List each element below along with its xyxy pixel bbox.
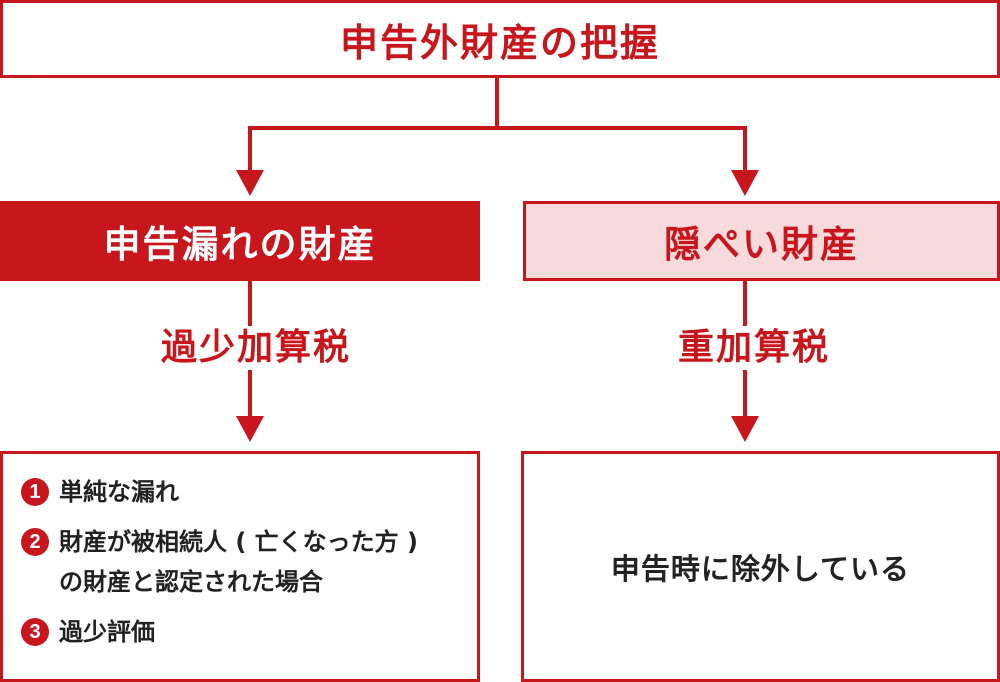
left-detail-box: 1 単純な漏れ 2 財産が被相続人 ( 亡くなった方 ) の財産と認定された場合… bbox=[0, 451, 480, 682]
number-badge-icon: 3 bbox=[21, 618, 49, 646]
right-detail-box: 申告時に除外している bbox=[521, 451, 1000, 682]
arrow-down-left-bottom bbox=[236, 416, 264, 442]
right-tax-label: 重加算税 bbox=[648, 326, 860, 370]
right-category-box: 隠ぺい財産 bbox=[523, 201, 1000, 281]
right-category-title: 隠ぺい財産 bbox=[664, 223, 859, 266]
arrow-down-left-top bbox=[236, 170, 264, 196]
arrow-down-right-bottom bbox=[731, 416, 759, 442]
list-item: 2 財産が被相続人 ( 亡くなった方 ) の財産と認定された場合 bbox=[21, 522, 477, 602]
left-tax-label: 過少加算税 bbox=[140, 326, 372, 370]
left-category-box: 申告漏れの財産 bbox=[0, 201, 480, 281]
arrow-down-right-top bbox=[731, 170, 759, 196]
right-detail-text: 申告時に除外している bbox=[610, 551, 911, 586]
list-item-text: 財産が被相続人 ( 亡くなった方 ) bbox=[59, 528, 419, 556]
list-item-text: の財産と認定された場合 bbox=[59, 568, 323, 596]
top-box: 申告外財産の把握 bbox=[0, 0, 1000, 78]
number-badge-icon: 2 bbox=[21, 528, 49, 556]
number-badge-icon: 1 bbox=[21, 478, 49, 506]
list-item: 1 単純な漏れ bbox=[21, 472, 477, 512]
left-category-title: 申告漏れの財産 bbox=[103, 223, 377, 266]
top-title: 申告外財産の把握 bbox=[339, 20, 660, 65]
list-item-text: 単純な漏れ bbox=[59, 478, 179, 506]
list-item: 3 過少評価 bbox=[21, 612, 477, 652]
list-item-text: 過少評価 bbox=[59, 618, 155, 646]
